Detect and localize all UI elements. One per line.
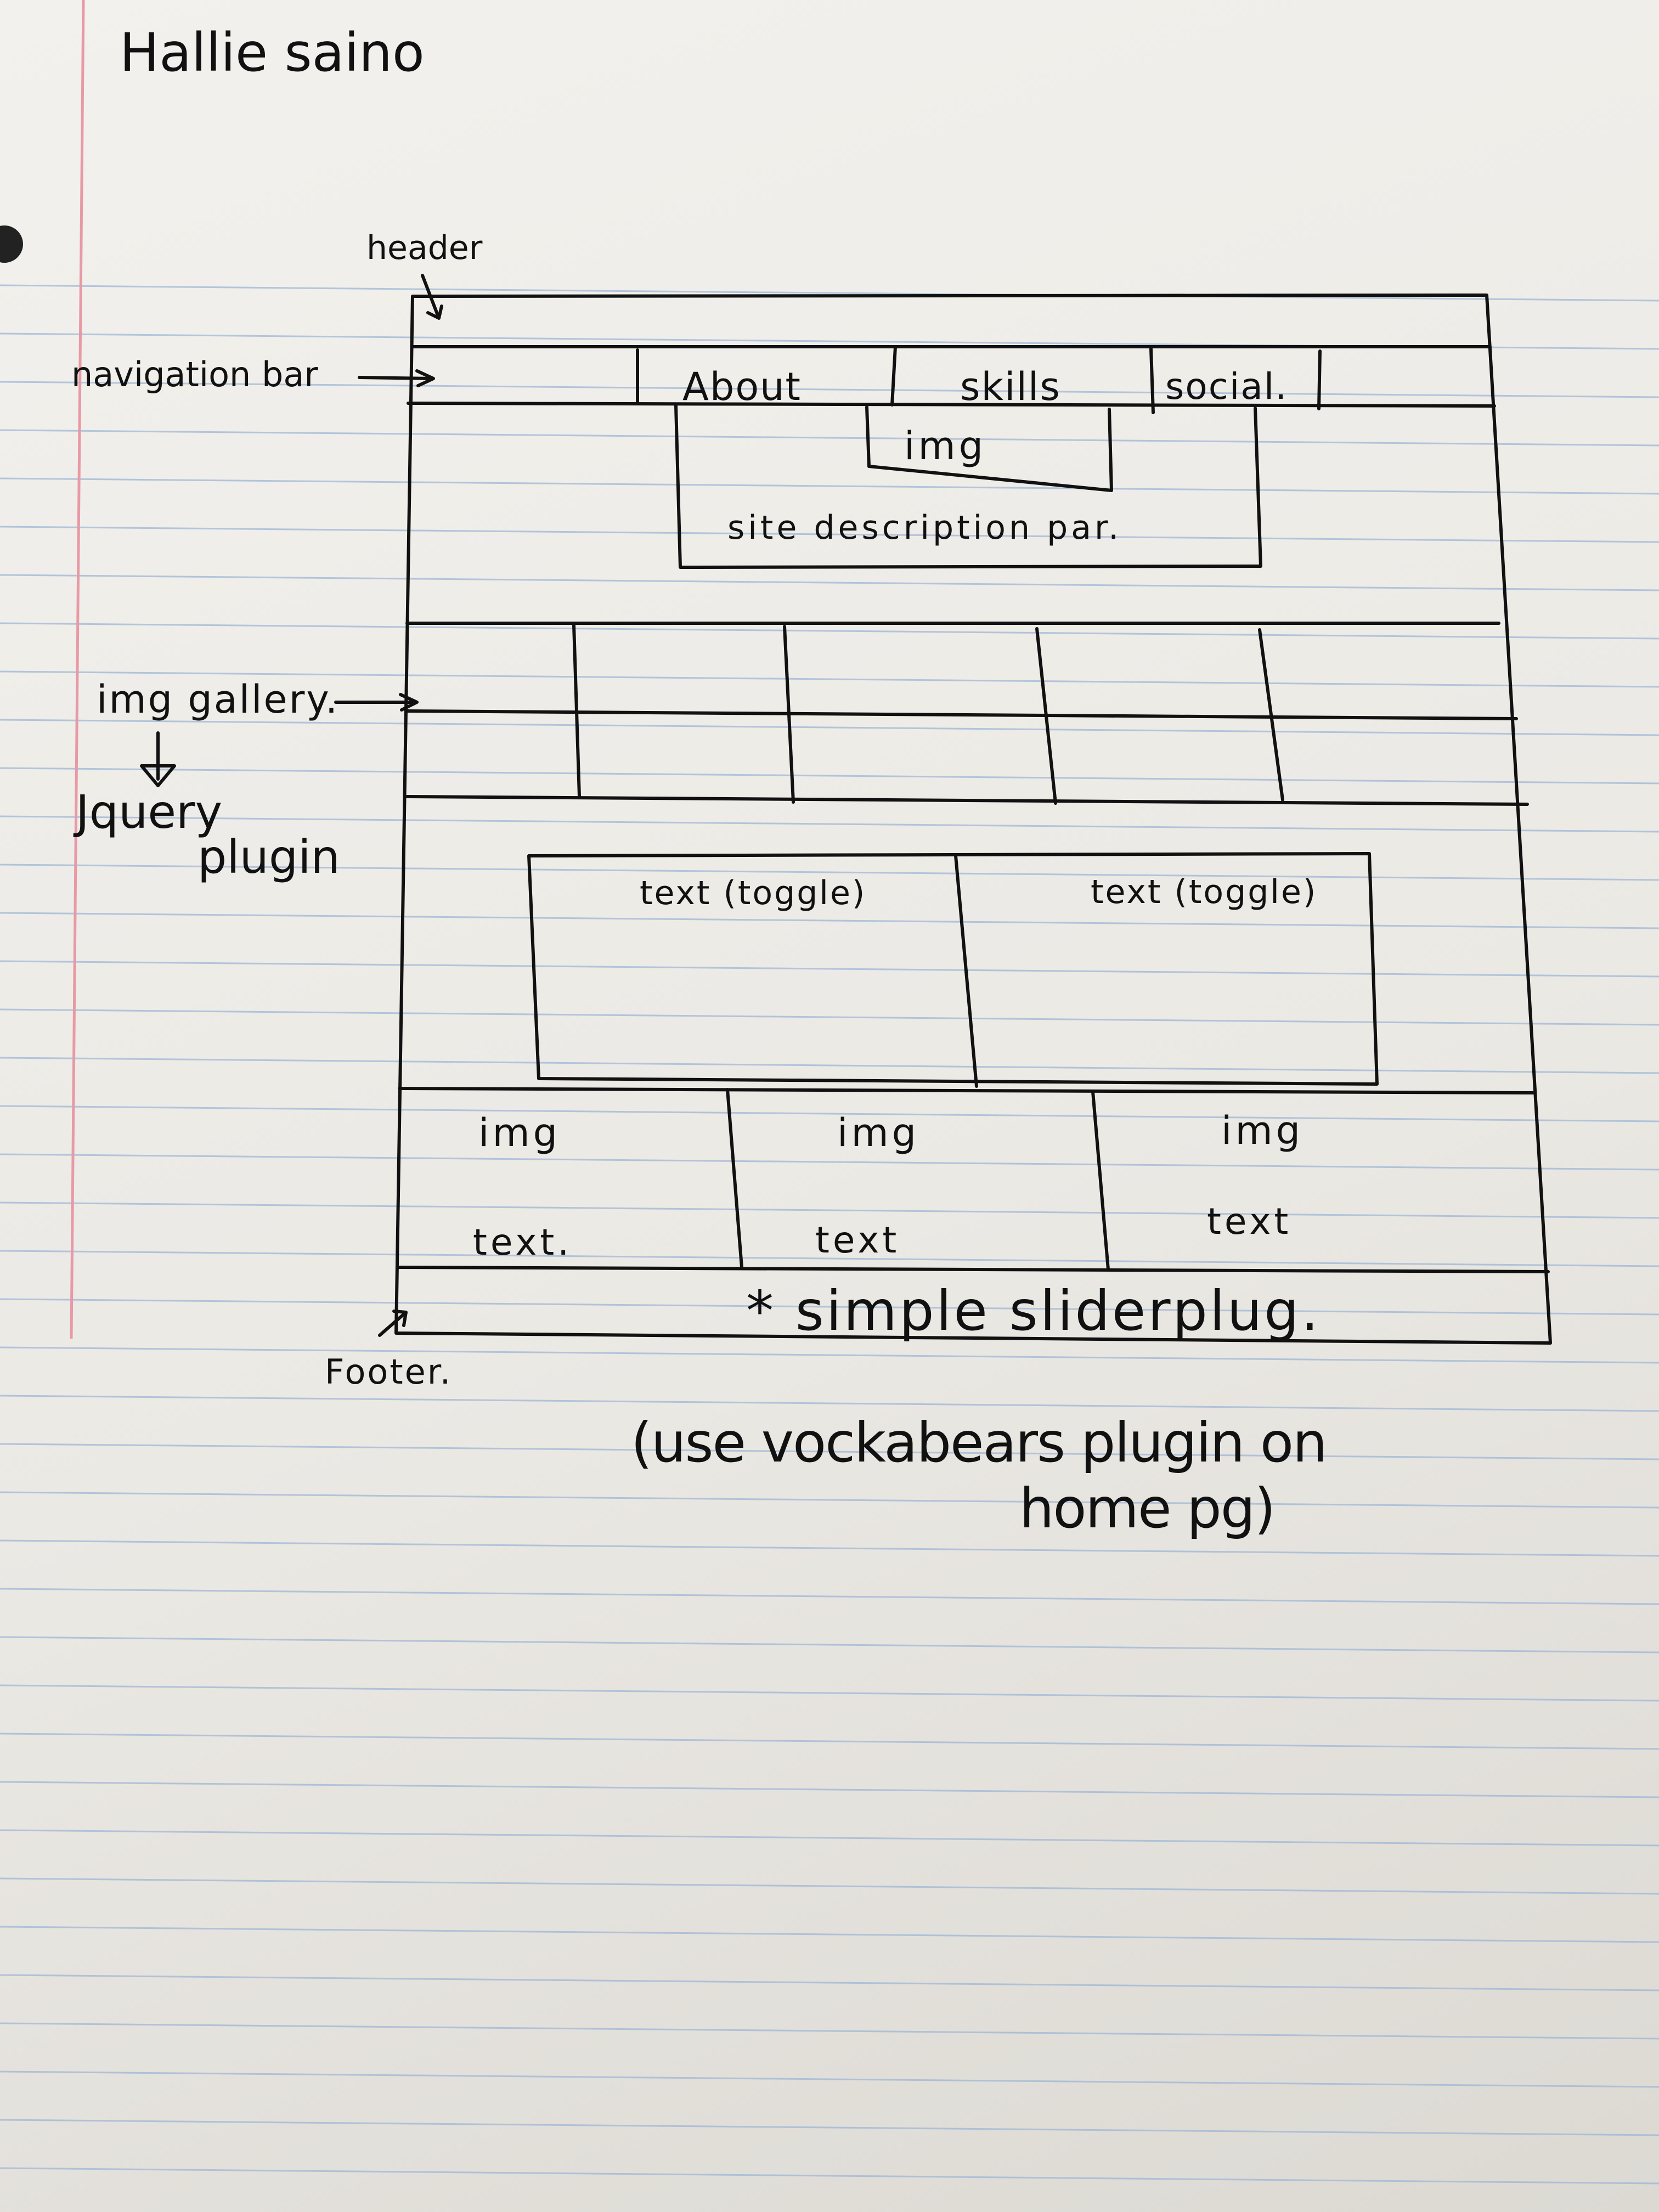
img-gallery-annotation: img gallery. [97,677,340,722]
toggle-divider [954,854,978,1088]
footer-annotation: Footer. [325,1352,453,1392]
rule-line [0,1829,1659,1847]
rule-line [0,912,1659,929]
rule-line [0,284,1659,302]
rule-line [0,864,1659,881]
rule-line [0,1491,1659,1509]
jquery-annotation: Jquery [76,785,223,839]
rule-line [0,1105,1659,1122]
margin-line [70,0,85,1339]
rule-line [0,1346,1659,1364]
rule-line [0,2119,1659,2136]
footer-arrow [378,1310,408,1337]
rule-line [0,670,1659,688]
rule-line [0,1588,1659,1605]
card-divider [1091,1090,1110,1271]
rule-line [0,526,1659,543]
rule-line [0,1733,1659,1750]
page-frame [394,294,1552,1345]
rule-line [0,1250,1659,1267]
header-annotation: header [366,229,483,267]
nav-item-social[interactable]: social. [1165,365,1288,408]
bottom-note-line-2: home pg) [1019,1476,1276,1541]
card-1-img: img [478,1110,561,1155]
gallery-mid [405,709,1518,720]
nav-item-about[interactable]: About [682,364,802,409]
nav-bar-bottom [407,402,1496,408]
rule-line [0,719,1659,736]
card-3-text: text [1207,1200,1292,1243]
rule-line [0,1057,1659,1074]
rule-line [0,622,1659,640]
author-name: Hallie saino [120,22,425,83]
rule-line [0,960,1659,978]
hole-punch [0,225,23,263]
rule-line [0,1684,1659,1702]
gallery-divider [1035,627,1057,805]
footer-slider-note: * simple sliderplug. [746,1279,1321,1343]
hero-box [674,404,1262,569]
plugin-annotation: plugin [198,830,340,884]
cards-top [398,1087,1534,1094]
rule-line [0,574,1659,591]
nav-divider [1317,349,1322,410]
rule-line [0,815,1659,833]
rule-line [0,1974,1659,1991]
card-2-img: img [837,1110,920,1155]
bottom-note-line-1: (use vockabears plugin on [631,1410,1327,1475]
rule-line [0,1926,1659,1943]
rule-line [0,1877,1659,1895]
rule-line [0,429,1659,447]
nav-item-skills[interactable]: skills [960,364,1061,409]
nav-divider [890,345,897,407]
nav-divider [1149,347,1155,414]
navigation-bar-annotation: navigation bar [71,354,318,394]
card-1-text: text. [473,1221,573,1263]
rule-line [0,381,1659,398]
rule-line [0,1008,1659,1026]
site-description: site description par. [727,509,1122,547]
nav-arrow [358,369,435,387]
rule-line [0,1443,1659,1460]
rule-line [0,1781,1659,1798]
jquery-arrow [140,731,176,787]
toggle-panel-left-label[interactable]: text (toggle) [640,874,867,912]
gallery-divider [572,624,581,798]
gallery-arrow [334,693,419,712]
gallery-bottom [405,795,1529,806]
toggle-panel-right-label[interactable]: text (toggle) [1091,873,1318,911]
rule-line [0,1539,1659,1557]
gallery-divider [783,625,795,804]
card-2-text: text [815,1219,900,1261]
rule-line [0,2070,1659,2088]
rule-line [0,2167,1659,2185]
rule-line [0,1636,1659,1654]
gallery-divider [1258,628,1284,802]
rule-line [0,1201,1659,1219]
card-divider [726,1088,743,1269]
header-arrow [421,274,443,320]
rule-line [0,477,1659,495]
hero-img-box [865,405,1113,492]
cards-bottom [397,1266,1550,1273]
rule-line [0,1395,1659,1412]
toggle-panels-box [527,852,1379,1086]
card-3-img: img [1221,1108,1304,1153]
hero-img-label: img [904,424,987,469]
rule-line [0,1298,1659,1316]
rule-line [0,767,1659,785]
rule-line [0,2022,1659,2040]
rule-line [0,1153,1659,1171]
